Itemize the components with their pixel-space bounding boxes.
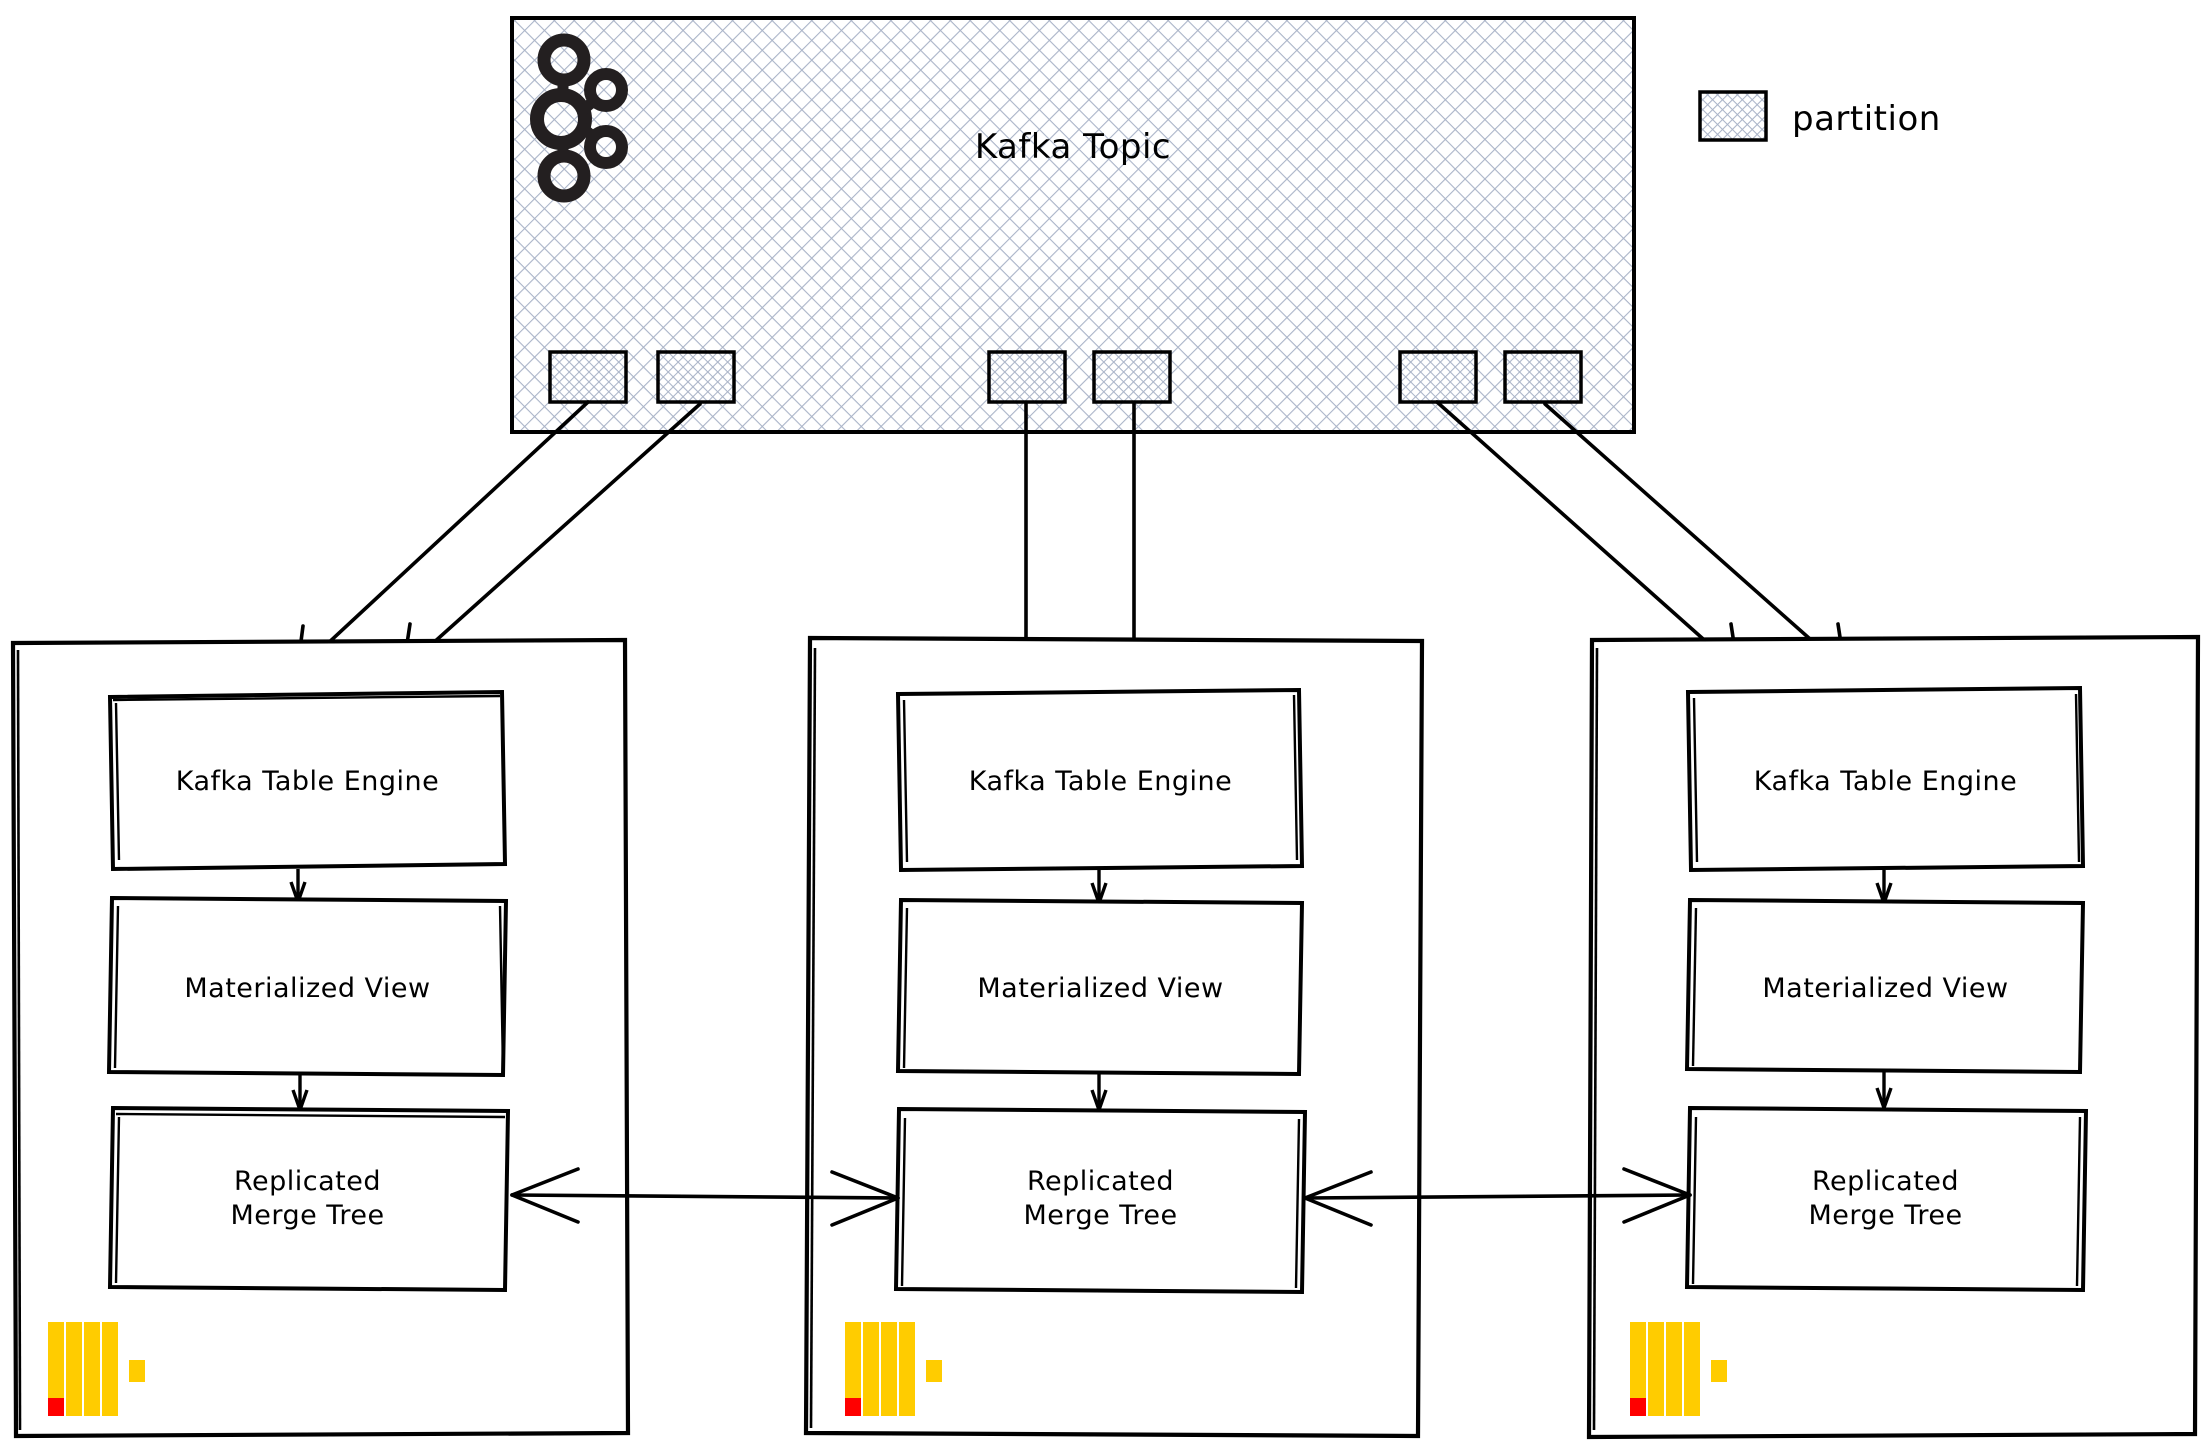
logo-bar [845, 1322, 861, 1416]
logo-bar [48, 1322, 64, 1416]
link-line [1303, 1193, 1692, 1200]
partition-box[interactable] [1092, 350, 1172, 404]
arrow-head [1622, 1167, 1692, 1224]
logo-bar [899, 1322, 915, 1416]
logo-bar [1648, 1322, 1664, 1416]
replicated-merge-tree-box[interactable] [1684, 1105, 2089, 1293]
logo-bar [84, 1322, 100, 1416]
materialized-view-box[interactable] [106, 895, 509, 1078]
materialized-view-box[interactable] [1684, 897, 2086, 1075]
arrow-line [1435, 400, 1740, 672]
logo-bar [102, 1322, 118, 1416]
arrow-head [510, 1167, 580, 1224]
kafka-logo-icon [530, 33, 628, 203]
legend-partition-swatch [1698, 90, 1768, 142]
clickhouse-logo-icon-3 [1630, 1322, 1727, 1416]
logo-dot [1711, 1360, 1727, 1382]
partition-box[interactable] [1503, 350, 1583, 404]
replication-link-2-3 [1303, 1167, 1692, 1227]
link-line [510, 1193, 900, 1200]
logo-bar [66, 1322, 82, 1416]
logo-accent [845, 1398, 861, 1416]
logo-bar [1630, 1322, 1646, 1416]
partition-box[interactable] [548, 350, 628, 404]
box-sketch-stroke [113, 905, 505, 1071]
logo-dot [926, 1360, 942, 1382]
logo-bar [863, 1322, 879, 1416]
partition-box-group [548, 350, 1583, 404]
logo-bar [881, 1322, 897, 1416]
replication-link-1-2 [510, 1167, 900, 1227]
logo-bar [1684, 1322, 1700, 1416]
replicated-merge-tree-box[interactable] [107, 1105, 511, 1293]
arrow-head [830, 1170, 900, 1227]
box-sketch-stroke [1691, 907, 1698, 1067]
arrow-line [1543, 402, 1847, 672]
logo-accent [48, 1398, 64, 1416]
replicated-merge-tree-box[interactable] [893, 1106, 1308, 1295]
arrow-line [401, 402, 702, 672]
node-outline-sketch [16, 649, 22, 1431]
kafka-table-engine-box[interactable] [107, 689, 508, 872]
box-sketch-stroke [902, 907, 909, 1069]
legend-swatch [1698, 90, 1768, 142]
partition-box[interactable] [656, 350, 736, 404]
box-sketch-stroke [1691, 1116, 2082, 1287]
node-2-components [893, 687, 1308, 1295]
box-sketch-stroke [114, 1112, 506, 1284]
clickhouse-logo-icon-2 [845, 1322, 942, 1416]
clickhouse-logo-icon-1 [48, 1322, 145, 1416]
node-outline-sketch [809, 647, 817, 1429]
partition-box[interactable] [1398, 350, 1478, 404]
arrow-head [1303, 1170, 1373, 1227]
partition-box[interactable] [987, 350, 1067, 404]
logo-bar [1666, 1322, 1682, 1416]
kafka-table-engine-box[interactable] [1685, 685, 2086, 873]
materialized-view-box[interactable] [895, 897, 1305, 1077]
node-outline-sketch [1592, 647, 1599, 1431]
arrow-line [295, 400, 590, 674]
partition-arrows [295, 400, 1847, 674]
logo-dot [129, 1360, 145, 1382]
node-1-components [106, 689, 511, 1293]
node-3-components [1684, 685, 2089, 1293]
box-sketch-stroke [112, 694, 501, 861]
logo-accent [1630, 1398, 1646, 1416]
kafka-table-engine-box[interactable] [895, 687, 1305, 873]
box-sketch-stroke [902, 694, 1299, 863]
box-sketch-stroke [1692, 693, 2081, 863]
box-sketch-stroke [900, 1117, 1301, 1289]
